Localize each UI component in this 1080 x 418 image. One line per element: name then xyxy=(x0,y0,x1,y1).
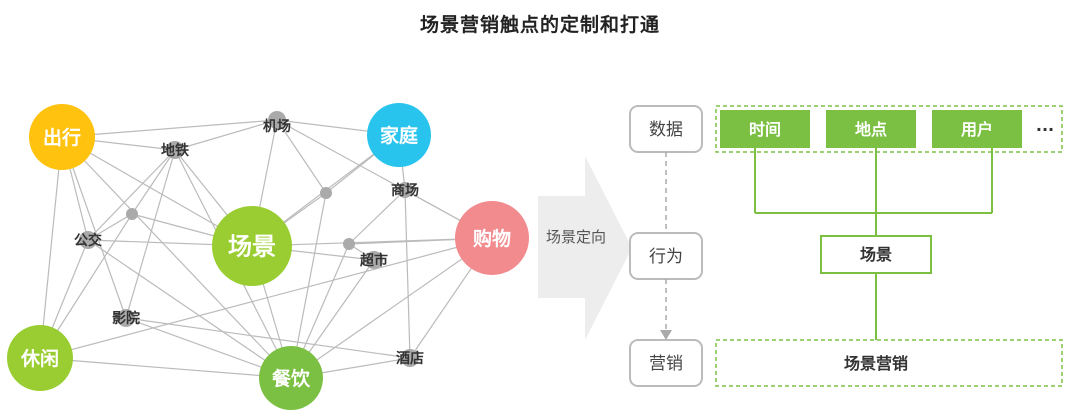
hub-label-gouwu: 购物 xyxy=(473,227,511,250)
node-label-shangchang: 商场 xyxy=(391,182,419,199)
edge-j1-jichang xyxy=(276,119,327,194)
data-item-user xyxy=(932,110,1022,148)
hub-jiating xyxy=(367,103,431,167)
junction-dot xyxy=(343,238,355,250)
data-item-time-label: 时间 xyxy=(749,120,781,139)
node-chaoshi xyxy=(365,251,383,269)
junction-dot xyxy=(126,208,138,220)
node-label-jichang: 机场 xyxy=(263,118,291,135)
hub-canyin xyxy=(259,346,323,410)
node-shangchang xyxy=(397,182,413,198)
flow-steps: 数据 行为 营销 xyxy=(629,105,703,387)
data-item-user-label: 用户 xyxy=(961,120,993,139)
edge-chuxing-canyin xyxy=(61,136,292,379)
data-row: 时间 地点 用户 ··· xyxy=(715,105,1063,153)
node-label-ditie: 地铁 xyxy=(161,142,189,159)
edge-gouwu-xiuxian xyxy=(39,237,493,359)
hub-label-xiuxian: 休闲 xyxy=(20,347,59,370)
scene-box xyxy=(820,235,932,274)
junction-dot xyxy=(320,187,332,199)
step-label-marketing: 营销 xyxy=(649,354,683,374)
hub-chuxing xyxy=(29,104,95,170)
hub-changjing xyxy=(212,206,292,286)
hub-label-canyin: 餐饮 xyxy=(272,367,311,390)
scene-marketing-label: 场景营销 xyxy=(844,354,908,373)
edge-chuxing-jichang xyxy=(61,119,278,138)
hub-label-chuxing: 出行 xyxy=(43,126,81,149)
node-jiudian xyxy=(401,349,419,367)
edge-chuxing-xiuxian xyxy=(39,136,63,359)
step-label-data: 数据 xyxy=(649,120,683,140)
node-ditie xyxy=(166,141,184,159)
step-arrowhead xyxy=(660,330,672,340)
edge-jichang-ditie xyxy=(174,119,278,151)
data-item-time xyxy=(720,110,810,148)
arrow-label: 场景定向 xyxy=(546,228,606,246)
edge-gouwu-canyin xyxy=(290,237,493,379)
data-item-location-label: 地点 xyxy=(855,120,887,139)
edge-ditie-gongjiao xyxy=(87,149,176,241)
node-gongjiao xyxy=(79,231,97,249)
data-item-ellipsis: ··· xyxy=(1036,120,1054,139)
data-item-location xyxy=(826,110,916,148)
network-junction-dots xyxy=(126,187,355,250)
hub-label-jiating: 家庭 xyxy=(380,124,418,147)
edge-yingyuan-jiudian xyxy=(125,317,411,359)
scene-box-label: 场景 xyxy=(860,245,892,264)
node-yingyuan xyxy=(117,309,135,327)
node-label-yingyuan: 影院 xyxy=(112,310,140,327)
edge-gongjiao-canyin xyxy=(87,239,292,379)
edge-j2-ditie xyxy=(131,149,176,215)
edge-j3-shangchang xyxy=(348,189,406,245)
node-label-chaoshi: 超市 xyxy=(359,252,388,269)
hub-gouwu xyxy=(455,201,529,275)
node-label-jiudian: 酒店 xyxy=(396,350,424,367)
node-jichang xyxy=(268,111,286,129)
edge-shangchang-jiudian xyxy=(404,189,411,359)
merge-lines xyxy=(754,148,993,340)
node-label-gongjiao: 公交 xyxy=(74,232,102,249)
hub-xiuxian xyxy=(7,325,73,391)
step-label-behavior: 行为 xyxy=(649,247,683,267)
edge-xiuxian-canyin xyxy=(39,357,292,379)
page-title: 场景营销触点的定制和打通 xyxy=(419,14,660,36)
hub-label-changjing: 场景 xyxy=(228,233,276,261)
scene-targeting-arrow xyxy=(538,156,632,340)
edge-ditie-yingyuan xyxy=(125,149,176,319)
